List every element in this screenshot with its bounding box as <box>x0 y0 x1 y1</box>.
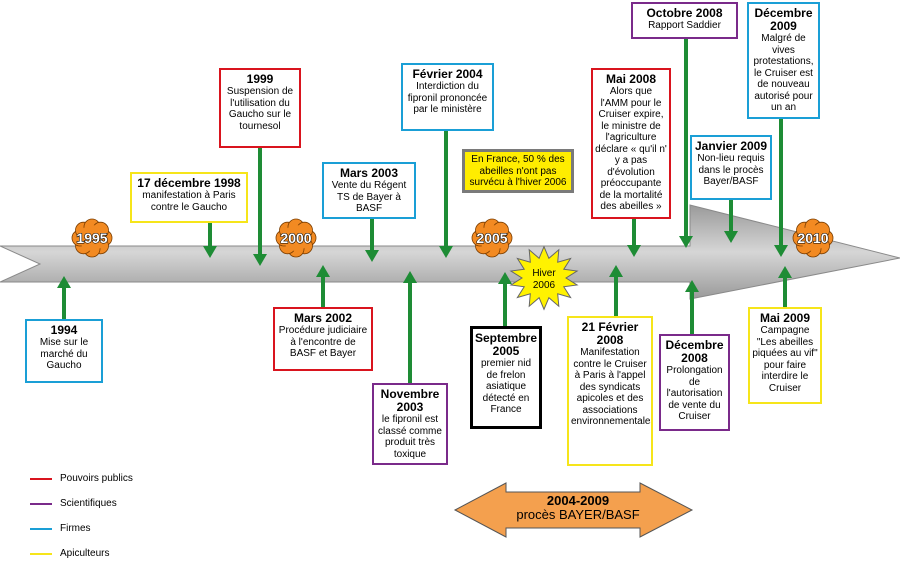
flower-icon <box>71 218 113 258</box>
range-title: procès BAYER/BASF <box>516 507 640 522</box>
event-text: Malgré de vives protestations, le Cruise… <box>753 33 814 113</box>
event-date: Mars 2002 <box>293 311 353 325</box>
event-date: Novembre 2003 <box>380 387 440 414</box>
event-date: Décembre 2008 <box>665 338 724 365</box>
event-text: Campagne "Les abeilles piquées au vif" p… <box>752 325 818 394</box>
flower-icon <box>792 218 834 258</box>
event-text: le fipronil est classé comme produit trè… <box>378 414 442 460</box>
event-text: Interdiction du fipronil prononcée par l… <box>407 81 488 115</box>
connector-arrow <box>253 148 267 266</box>
legend-swatch <box>30 528 52 530</box>
event-text: Manifestation contre le Cruiser à Paris … <box>571 347 653 427</box>
event-text: premier nid de frelon asiatique détecté … <box>480 358 532 415</box>
legend-label: Scientifiques <box>60 498 117 509</box>
range-label: 2004-2009 procès BAYER/BASF <box>478 494 678 522</box>
legend-label: Firmes <box>60 523 91 534</box>
connector-arrow <box>57 276 71 319</box>
connector-arrow <box>685 280 699 334</box>
flower-icon <box>275 218 317 258</box>
event-date: Février 2004 <box>412 67 483 81</box>
connector-arrow <box>403 271 417 383</box>
connector-arrow <box>498 272 512 326</box>
event-text: Mise sur le marché du Gaucho <box>39 337 89 371</box>
year-marker-2000: 2000 <box>275 218 317 258</box>
event-date: Septembre 2005 <box>475 331 538 358</box>
range-years: 2004-2009 <box>546 493 610 508</box>
year-label: 2010 <box>797 230 828 246</box>
burst-line-1: Hiver <box>532 268 556 279</box>
event-date: 1994 <box>50 323 78 337</box>
legend-swatch <box>30 478 52 480</box>
event-date: Mars 2003 <box>339 166 399 180</box>
note-hiver-2006: En France, 50 % des abeilles n'ont pas s… <box>462 149 574 193</box>
year-marker-2005: 2005 <box>471 218 513 258</box>
connector-arrow <box>778 266 792 307</box>
event-date: 1999 <box>246 72 274 86</box>
connector-arrow <box>316 265 330 307</box>
connector-arrow <box>365 219 379 262</box>
event-date: Janvier 2009 <box>694 139 768 153</box>
year-label: 1995 <box>76 230 107 246</box>
event-text: manifestation à Paris contre le Gaucho <box>142 190 236 213</box>
starburst-shape <box>509 245 579 311</box>
event-date: 21 Février 2008 <box>581 320 639 347</box>
legend-label: Apiculteurs <box>60 548 110 559</box>
flower-icon <box>471 218 513 258</box>
event-text: Alors que l'AMM pour le Cruiser expire, … <box>595 86 667 212</box>
connector-arrows <box>57 39 792 383</box>
event-date: Décembre 2009 <box>754 6 813 33</box>
event-date: Mai 2008 <box>605 72 657 86</box>
range-double-arrow <box>453 482 694 538</box>
connector-arrow <box>679 39 693 248</box>
event-text: Suspension de l'utilisation du Gaucho su… <box>226 86 294 132</box>
burst-hiver-2006: Hiver 2006 <box>509 245 579 311</box>
event-text: Vente du Régent TS de Bayer à BASF <box>331 180 407 214</box>
event-date: Octobre 2008 <box>646 6 723 20</box>
connector-arrow <box>203 223 217 258</box>
connector-arrow <box>609 265 623 316</box>
connector-arrow <box>627 219 641 257</box>
event-text: Rapport Saddier <box>648 20 721 31</box>
event-date: Mai 2009 <box>759 311 811 325</box>
legend-swatch <box>30 503 52 505</box>
year-label: 2000 <box>280 230 311 246</box>
burst-line-2: 2006 <box>533 280 556 291</box>
event-text: Prolongation de l'autorisation de vente … <box>666 365 723 422</box>
connector-arrow <box>439 131 453 258</box>
year-label: 2005 <box>476 230 507 246</box>
connector-arrow <box>724 200 738 243</box>
legend-swatch <box>30 553 52 555</box>
event-date: 17 décembre 1998 <box>137 176 241 190</box>
year-marker-2010: 2010 <box>792 218 834 258</box>
connector-arrow <box>774 119 788 257</box>
year-marker-1995: 1995 <box>71 218 113 258</box>
event-text: Non-lieu requis dans le procès Bayer/BAS… <box>697 153 765 187</box>
event-text: Procédure judiciaire à l'encontre de BAS… <box>278 325 368 359</box>
legend-label: Pouvoirs publics <box>60 473 133 484</box>
